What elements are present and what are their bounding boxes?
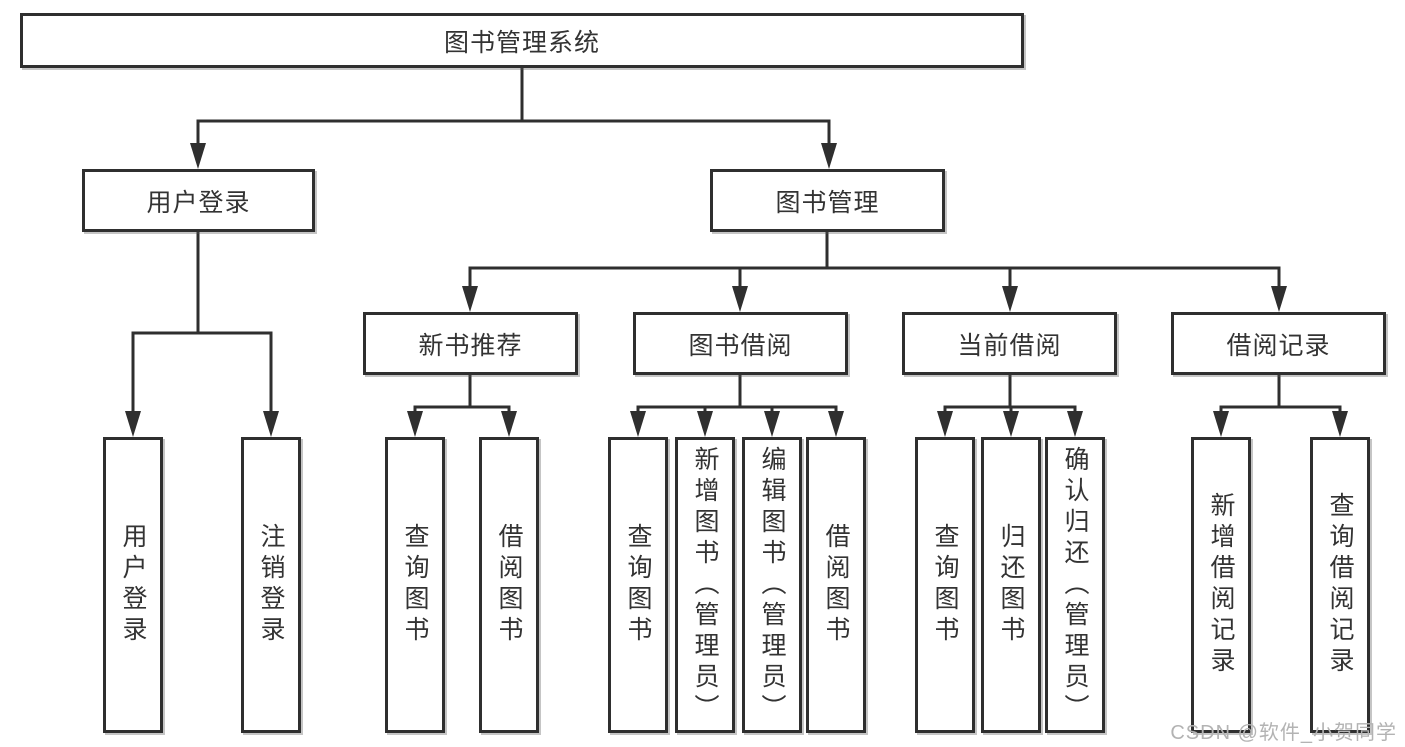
arrow-borrow-records: [1271, 286, 1287, 312]
node-leaf-label: 编辑图书（管理员）: [758, 445, 786, 725]
arrow-leaf-12: [1213, 411, 1229, 437]
node-leaf-query-books-borrow: 查询图书: [608, 437, 668, 733]
arrow-book-mgmt: [821, 143, 837, 169]
node-leaf-borrow-books: 借阅图书: [806, 437, 866, 733]
node-leaf-query-borrow-record: 查询借阅记录: [1310, 437, 1370, 733]
node-leaf-user-login: 用户登录: [103, 437, 163, 733]
node-user-login: 用户登录: [82, 169, 315, 232]
arrow-leaf-5: [630, 411, 646, 437]
edge-root-to-level2: [196, 68, 831, 145]
arrow-leaf-1: [125, 411, 141, 437]
arrow-leaf-8: [828, 411, 844, 437]
node-root-library-system: 图书管理系统: [20, 13, 1024, 68]
node-new-book-recommend-label: 新书推荐: [418, 331, 523, 360]
node-leaf-label: 归还图书: [997, 523, 1025, 647]
edge-book-mgmt-to-level3: [468, 232, 1281, 289]
node-leaf-edit-books-admin: 编辑图书（管理员）: [742, 437, 802, 733]
arrow-user-login: [190, 143, 206, 169]
arrow-leaf-10: [1003, 411, 1019, 437]
node-leaf-label: 确认归还（管理员）: [1061, 445, 1089, 725]
arrow-leaf-11: [1067, 411, 1083, 437]
node-leaf-label: 查询借阅记录: [1326, 492, 1354, 678]
arrow-leaf-3: [407, 411, 423, 437]
csdn-watermark: CSDN @软件_小贺同学: [1170, 722, 1397, 744]
node-book-borrow-label: 图书借阅: [688, 331, 793, 360]
arrow-book-borrow: [732, 286, 748, 312]
node-leaf-logout: 注销登录: [241, 437, 301, 733]
node-current-borrow: 当前借阅: [902, 312, 1117, 375]
edge-user-login-to-leaves: [131, 232, 273, 414]
node-leaf-borrow-books-recommend: 借阅图书: [479, 437, 539, 733]
node-leaf-label: 新增借阅记录: [1207, 492, 1235, 678]
arrow-new-book-recommend: [462, 286, 478, 312]
arrow-leaf-6: [697, 411, 713, 437]
arrow-leaf-7: [764, 411, 780, 437]
node-user-login-label: 用户登录: [146, 188, 251, 217]
node-leaf-add-borrow-record: 新增借阅记录: [1191, 437, 1251, 733]
node-leaf-label: 借阅图书: [495, 523, 523, 647]
node-leaf-label: 查询图书: [624, 523, 652, 647]
node-leaf-label: 查询图书: [401, 523, 429, 647]
node-leaf-label: 注销登录: [257, 523, 285, 647]
arrow-leaf-9: [937, 411, 953, 437]
edge-book-borrow-to-leaves: [636, 375, 838, 414]
arrow-leaf-2: [263, 411, 279, 437]
node-leaf-confirm-return-admin: 确认归还（管理员）: [1045, 437, 1105, 733]
node-leaf-label: 新增图书（管理员）: [691, 445, 719, 725]
node-book-mgmt: 图书管理: [710, 169, 945, 232]
node-borrow-records-label: 借阅记录: [1226, 331, 1331, 360]
node-leaf-label: 查询图书: [931, 523, 959, 647]
node-leaf-query-books-recommend: 查询图书: [385, 437, 445, 733]
node-book-mgmt-label: 图书管理: [775, 188, 880, 217]
node-current-borrow-label: 当前借阅: [957, 331, 1062, 360]
arrow-leaf-4: [501, 411, 517, 437]
node-borrow-records: 借阅记录: [1171, 312, 1386, 375]
node-leaf-add-books-admin: 新增图书（管理员）: [675, 437, 735, 733]
node-leaf-return-books: 归还图书: [981, 437, 1041, 733]
node-book-borrow: 图书借阅: [633, 312, 848, 375]
node-leaf-label: 借阅图书: [822, 523, 850, 647]
node-new-book-recommend: 新书推荐: [363, 312, 578, 375]
arrow-leaf-13: [1332, 411, 1348, 437]
node-root-label: 图书管理系统: [443, 28, 600, 57]
edge-new-book-recommend-to-leaves: [413, 375, 511, 414]
arrow-current-borrow: [1002, 286, 1018, 312]
edge-borrow-records-to-leaves: [1219, 375, 1342, 414]
node-leaf-label: 用户登录: [119, 523, 147, 647]
node-leaf-query-books-current: 查询图书: [915, 437, 975, 733]
arrowheads: [125, 143, 1348, 437]
edge-current-borrow-to-leaves: [943, 375, 1077, 414]
